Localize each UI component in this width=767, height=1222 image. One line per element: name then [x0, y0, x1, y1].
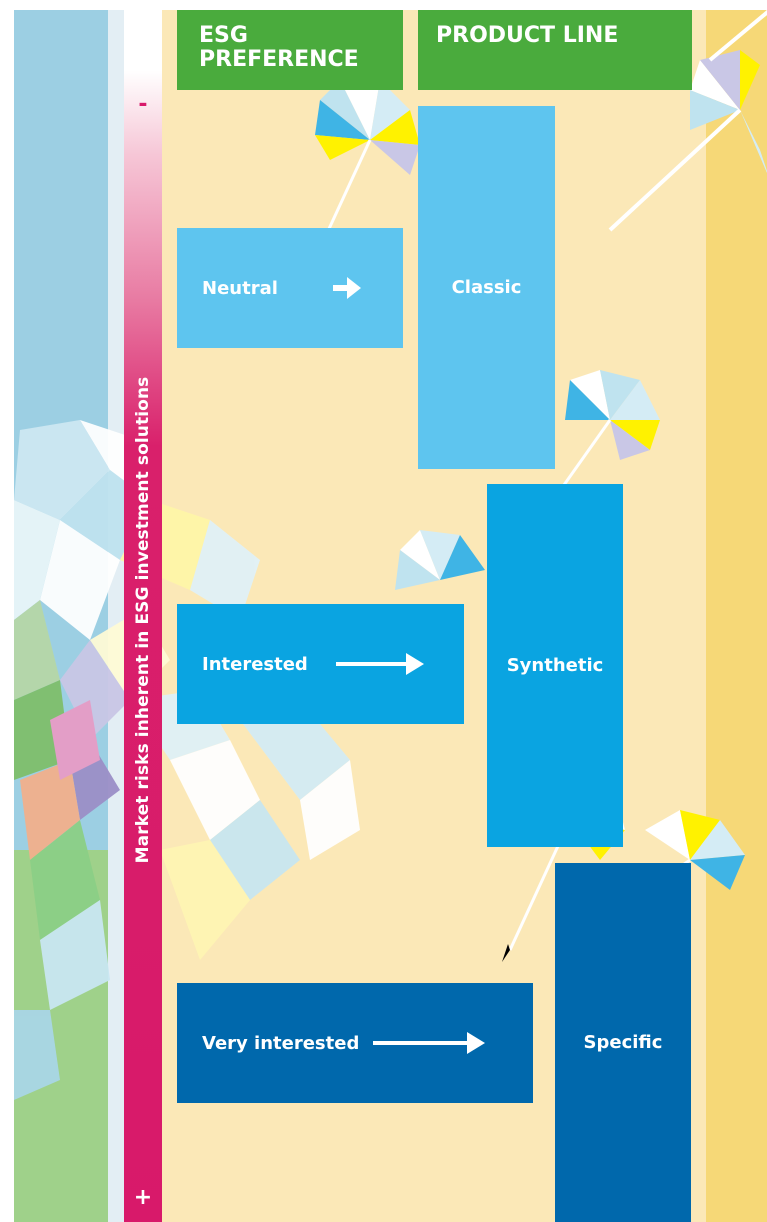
risk-bar-label: Market risks inherent in ESG investment … [133, 376, 153, 864]
product-line-header-text: PRODUCT LINE [436, 23, 619, 48]
risk-low-symbol: - [138, 92, 148, 117]
arrow-right-icon [335, 653, 424, 675]
product-synthetic-label: Synthetic [506, 655, 604, 676]
product-specific-label: Specific [583, 1032, 663, 1053]
background-left-green [0, 850, 110, 1222]
background-left-edge [0, 0, 14, 1222]
market-risk-bar [124, 10, 162, 1222]
preference-neutral-label: Neutral [202, 277, 278, 299]
product-line-header: PRODUCT LINE [418, 10, 692, 90]
preference-interested: Interested [177, 604, 464, 724]
arrow-right-icon [332, 277, 361, 299]
product-specific: Specific [555, 863, 691, 1222]
risk-high-symbol: + [133, 1185, 153, 1210]
product-classic: Classic [418, 106, 555, 469]
background-left-blue [0, 0, 110, 850]
preference-very-interested-label: Very interested [202, 1032, 360, 1054]
product-synthetic: Synthetic [487, 484, 623, 847]
preference-interested-label: Interested [202, 653, 308, 675]
product-classic-label: Classic [451, 277, 522, 298]
preference-neutral: Neutral [177, 228, 403, 348]
esg-preference-header: ESG PREFERENCE [177, 10, 403, 90]
background-top-band [14, 0, 767, 10]
preference-very-interested: Very interested [177, 983, 533, 1103]
esg-preference-header-text: ESG PREFERENCE [199, 23, 359, 72]
background-right [706, 0, 767, 1222]
arrow-right-icon [373, 1032, 486, 1054]
